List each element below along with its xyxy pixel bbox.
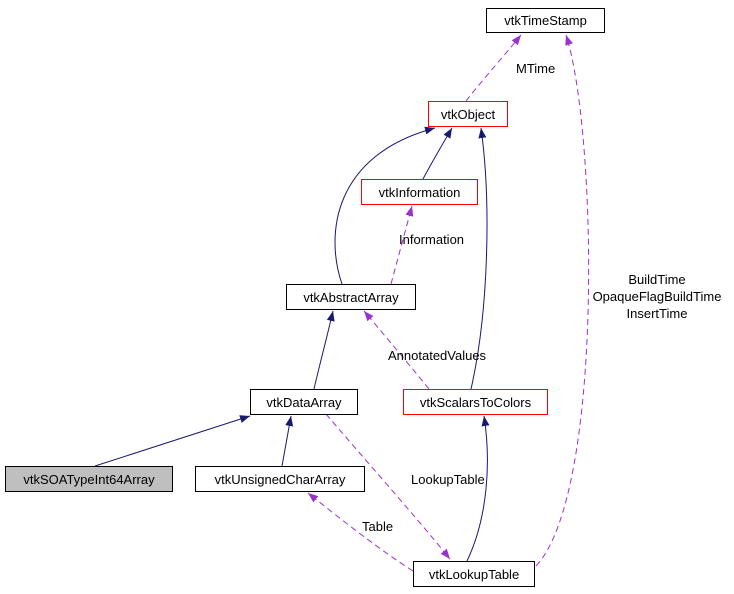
node-vtklookuptable[interactable]: vtkLookupTable <box>413 561 535 587</box>
node-vtkunsignedchararray[interactable]: vtkUnsignedCharArray <box>195 466 365 492</box>
edge-vtkabstractarray-to-vtkobject <box>334 126 436 285</box>
edge-label-annotatedvalues: AnnotatedValues <box>388 348 487 363</box>
edge-annotatedvalues-vtkscalarstocolors-to-vtkabstractarray <box>363 310 430 390</box>
node-vtkinformation-label: vtkInformation <box>378 184 461 200</box>
node-vtkdataarray[interactable]: vtkDataArray <box>250 389 358 415</box>
node-vtkscalarstocolors[interactable]: vtkScalarsToColors <box>403 389 548 415</box>
edge-label-information: Information <box>399 232 465 247</box>
edge-vtkunsignedchararray-to-vtkdataarray <box>281 415 294 467</box>
edge-vtklookuptable-to-vtkscalarstocolors <box>466 415 490 562</box>
node-vtkobject[interactable]: vtkObject <box>428 101 508 127</box>
edge-buildtime-vtklookuptable-to-vtktimestamp <box>535 34 590 567</box>
edge-label-mtime: MTime <box>516 61 556 76</box>
node-vtktimestamp[interactable]: vtkTimeStamp <box>486 8 605 33</box>
edge-vtkinformation-to-vtkobject <box>422 127 453 180</box>
edge-label-buildtime: BuildTime <box>628 272 686 287</box>
edge-information-vtkabstractarray-to-vtkinformation <box>390 205 414 285</box>
edge-lookuptable-vtkdataarray-to-vtklookuptable <box>325 413 451 560</box>
edge-label-inserttime: InsertTime <box>626 306 688 321</box>
node-vtksoatypeint64array: vtkSOATypeInt64Array <box>5 466 173 492</box>
edge-vtksoatypeint64array-to-vtkdataarray <box>94 415 251 467</box>
edge-label-table: Table <box>362 519 394 534</box>
edge-table-vtklookuptable-to-vtkunsignedchararray <box>307 492 414 572</box>
edge-label-opaqueflagbuildtime: OpaqueFlagBuildTime <box>592 289 722 304</box>
edge-label-buildtime-group: BuildTime OpaqueFlagBuildTime InsertTime <box>582 271 732 322</box>
edge-vtkscalarstocolors-to-vtkobject <box>470 127 488 390</box>
node-vtkabstractarray[interactable]: vtkAbstractArray <box>286 284 416 310</box>
edge-mtime-vtkobject-to-vtktimestamp <box>465 34 522 102</box>
edge-label-lookuptable: LookupTable <box>411 472 485 487</box>
node-vtkabstractarray-label: vtkAbstractArray <box>303 289 399 305</box>
node-vtksoatypeint64array-label: vtkSOATypeInt64Array <box>23 471 155 487</box>
node-vtkunsignedchararray-label: vtkUnsignedCharArray <box>214 471 346 487</box>
node-vtktimestamp-label: vtkTimeStamp <box>504 13 587 28</box>
node-vtkscalarstocolors-label: vtkScalarsToColors <box>419 394 532 410</box>
node-vtklookuptable-label: vtkLookupTable <box>428 566 520 582</box>
node-vtkdataarray-label: vtkDataArray <box>266 394 342 410</box>
node-vtkobject-label: vtkObject <box>440 106 496 122</box>
node-vtkinformation[interactable]: vtkInformation <box>361 179 478 205</box>
edge-vtkdataarray-to-vtkabstractarray <box>313 310 335 390</box>
